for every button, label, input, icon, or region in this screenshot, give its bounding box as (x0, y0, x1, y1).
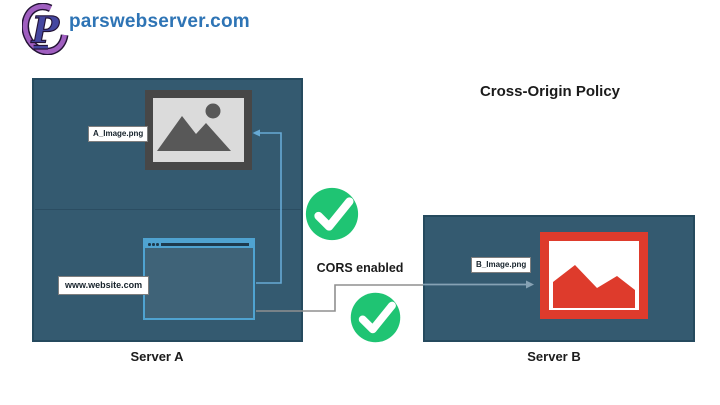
red-mountains-glyph (553, 265, 635, 308)
brand-site-name: parswebserver.com (69, 11, 250, 32)
browser-window (143, 238, 255, 320)
window-dot-icon (148, 243, 151, 246)
window-dot-icon (156, 243, 159, 246)
mountains-glyph (157, 116, 231, 151)
browser-titlebar (145, 240, 253, 248)
svg-text:P: P (31, 8, 61, 51)
a-image-filename-tag: A_Image.png (88, 126, 149, 142)
red-image-icon (540, 232, 648, 319)
parswebserver-logo-icon: P (22, 3, 69, 55)
website-url-tag: www.website.com (58, 276, 150, 295)
browser-addressbar (161, 242, 249, 246)
server-a-caption: Server A (130, 349, 184, 364)
cors-enabled-label: CORS enabled (316, 261, 404, 275)
check-allowed-icon (305, 187, 359, 241)
server-b-caption: Server B (527, 349, 581, 364)
check-allowed-icon (350, 292, 401, 343)
server-a-divider-line (35, 209, 302, 210)
window-dot-icon (152, 243, 155, 246)
sun-glyph (205, 103, 221, 119)
b-image-filename-tag: B_Image.png (471, 257, 532, 273)
image-placeholder-icon (145, 90, 252, 170)
diagram-title: Cross-Origin Policy (479, 83, 621, 100)
